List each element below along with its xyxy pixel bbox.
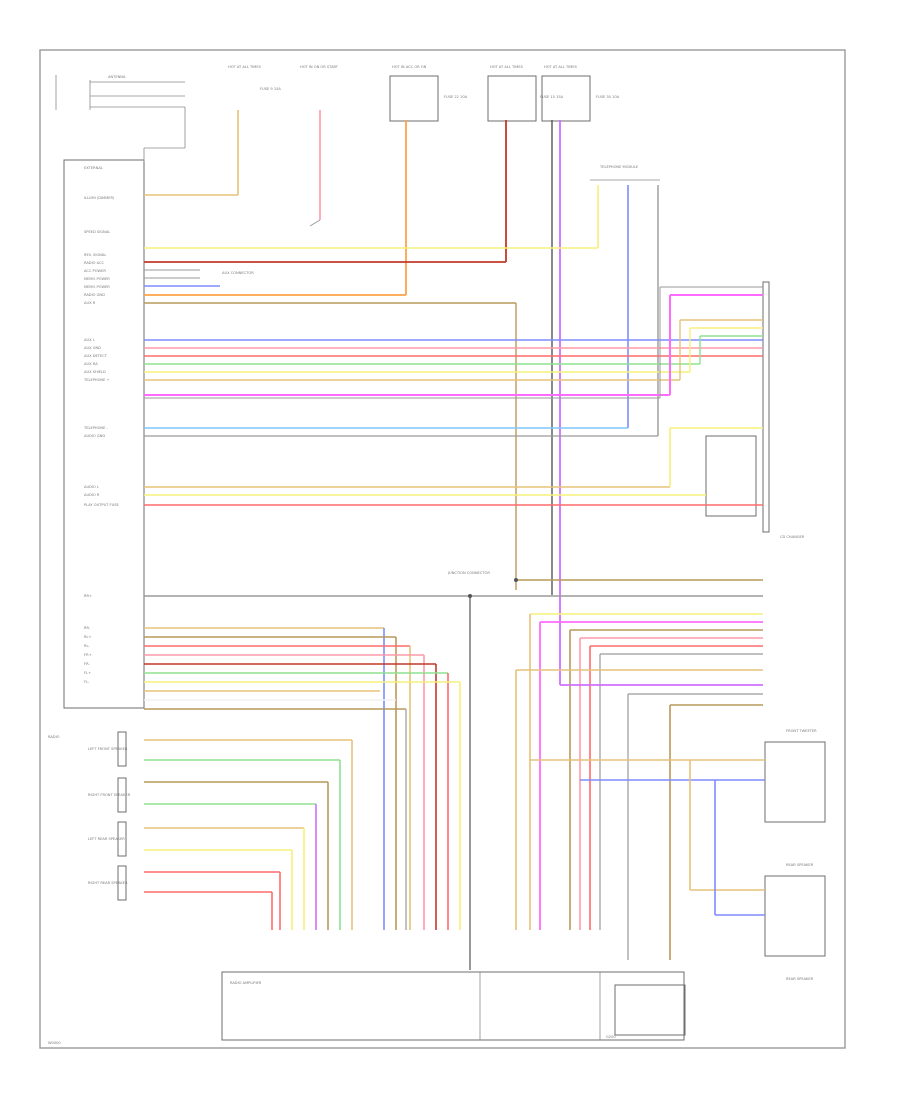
top-label-4: HOT AT ALL TIMES: [228, 65, 262, 69]
antenna-label: ANTENNA: [108, 75, 126, 79]
radio-pin-label: FL+: [84, 671, 91, 675]
junction-label: JUNCTION CONNECTOR: [447, 571, 490, 575]
radio-pin-label: FR+: [84, 653, 92, 657]
amplifier-label: RADIO AMPLIFIER: [230, 981, 262, 985]
speaker-label-lr: LEFT REAR SPEAKER: [88, 837, 125, 841]
radio-pin-label: AUDIO R: [84, 493, 100, 497]
radio-pin-label: TELEPHONE -: [83, 426, 109, 430]
radio-pin-label: RR-: [84, 626, 91, 630]
radio-pin-label: AUX DETECT: [84, 354, 108, 358]
radio-amplifier: RADIO AMPLIFIER: [221, 971, 686, 1041]
radio-unit-box: [63, 159, 145, 709]
radio-pin-label: AUX R/L: [84, 362, 98, 366]
radio-pin-label: AUDIO GND: [84, 434, 105, 438]
radio-pin-label: RR+: [84, 594, 92, 598]
radio-pin-label: MEMO POWER: [84, 277, 110, 281]
top-label-5: HOT IN ON OR START: [300, 65, 339, 69]
radio-pin-label: AUX R: [84, 301, 96, 305]
footer-code: W0000: [48, 1041, 61, 1045]
speaker-label-rf: RIGHT FRONT SPEAKER: [88, 793, 131, 797]
radio-pin-label: RADIO GND: [84, 293, 105, 297]
cd-changer-inner: [705, 435, 757, 517]
radio-pin-label: RL-: [84, 644, 90, 648]
left-speakers: LEFT FRONT SPEAKER RIGHT FRONT SPEAKER L…: [88, 731, 353, 930]
radio-pin-label: FL-: [84, 680, 90, 684]
radio-pin-label: MEMO POWER: [84, 285, 110, 289]
fuse-label-3: FUSE 30 10A: [596, 95, 620, 99]
amplifier-box: [221, 971, 685, 1041]
right-speaker-label-1: FRONT TWEETER: [786, 729, 817, 733]
radio-pin-label: SPEED SIGNAL: [84, 230, 110, 234]
left-front-speaker: [117, 731, 127, 767]
right-front-tweeter: [764, 741, 826, 823]
top-feed-wires: [144, 110, 561, 685]
radio-output-wires: [144, 247, 763, 597]
radio-pin-label: FR-: [84, 662, 90, 666]
radio-pin-label: EXTERNAL: [84, 166, 103, 170]
cd-changer-box: [762, 281, 770, 533]
fuse-label-2: FUSE 15 15A: [540, 95, 564, 99]
fuse-label-4: FUSE 9 15A: [260, 87, 281, 91]
telephone-label: TELEPHONE MODULE: [599, 165, 639, 169]
cd-changer-label: CD CHANGER: [780, 535, 805, 539]
speaker-label-rr: RIGHT REAR SPEAKER: [88, 881, 128, 885]
right-rear-speaker-box: [764, 875, 826, 957]
diagram-frame: [39, 49, 846, 1049]
fuse-group: HOT IN ACC OR ON HOT AT ALL TIMES HOT AT…: [228, 65, 620, 122]
right-speakers: FRONT TWEETER REAR SPEAKER REAR SPEAKER: [530, 729, 826, 981]
fuse-label-1: FUSE 22 10A: [444, 95, 468, 99]
fuse-box-3: [541, 75, 591, 122]
right-output-wires: [515, 613, 763, 960]
right-speaker-label-3: REAR SPEAKER: [786, 977, 814, 981]
radio-pin-label: RL+: [84, 635, 92, 639]
fuse-block: [614, 984, 686, 1036]
right-front-speaker: [117, 777, 127, 813]
right-speaker-label-2: REAR SPEAKER: [786, 863, 814, 867]
top-label-2: HOT AT ALL TIMES: [490, 65, 524, 69]
aux-connector-label: AUX CONNECTOR: [222, 271, 254, 275]
radio-label: RADIO: [48, 735, 60, 739]
fuse-box-1: [389, 75, 439, 122]
radio-pin-label: AUX L: [84, 338, 95, 342]
top-label-3: HOT AT ALL TIMES: [544, 65, 578, 69]
radio-pin-label: AUX SHIELD: [84, 370, 106, 374]
radio-pin-label: RADIO ACC: [84, 261, 105, 265]
right-rear-speaker: [117, 865, 127, 901]
top-label-1: HOT IN ACC OR ON: [392, 65, 427, 69]
radio-pin-label: ILLUMI (DIMMER): [84, 196, 115, 200]
radio-pin-label: AUX GND: [84, 346, 101, 350]
ground-label: G200: [606, 1035, 616, 1039]
radio-pin-label: ACC POWER: [84, 269, 106, 273]
antenna-switch: ANTENNA: [55, 75, 186, 162]
speaker-label-lf: LEFT FRONT SPEAKER: [88, 747, 128, 751]
radio-pin-label: AUDIO L: [84, 485, 99, 489]
radio-pin-label: TELEPHONE +: [83, 378, 110, 382]
junction-node-2: [514, 578, 518, 582]
fuse-box-2: [487, 75, 537, 122]
radio-pin-label: REV. SIGNAL: [84, 253, 106, 257]
radio-pin-label: PLAY OUTPUT FUSE: [84, 503, 120, 507]
left-rear-speaker: [117, 821, 127, 857]
speaker-wires: [144, 627, 461, 930]
